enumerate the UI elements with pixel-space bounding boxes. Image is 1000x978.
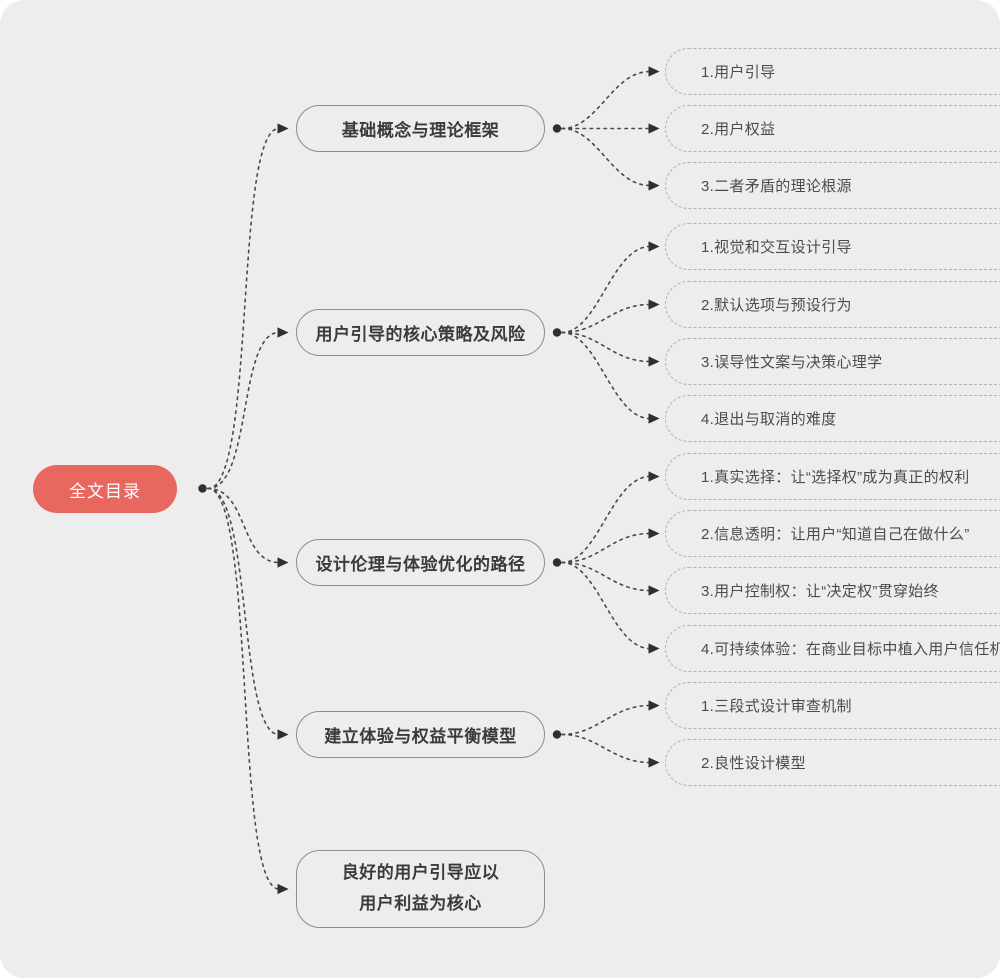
connector-b4-leaf1 (561, 700, 660, 736)
connector-root-branch5 (207, 487, 289, 895)
root-node[interactable]: 全文目录 (33, 465, 177, 513)
leaf-node[interactable]: 2.用户权益 (665, 105, 1000, 152)
connector-b3-leaf3 (561, 561, 660, 596)
branch3-junction-dot (552, 558, 562, 567)
branch2-junction-dot (552, 328, 562, 337)
branch-node-2[interactable]: 用户引导的核心策略及风险 (296, 309, 545, 356)
leaf-node[interactable]: 1.用户引导 (665, 48, 1000, 95)
connector-root-branch2 (207, 327, 289, 490)
connector-b2-leaf2 (561, 299, 660, 334)
branch-node-3[interactable]: 设计伦理与体验优化的路径 (296, 539, 545, 586)
leaf-node[interactable]: 4.可持续体验：在商业目标中植入用户信任机制 (665, 625, 1000, 672)
branch-node-4[interactable]: 建立体验与权益平衡模型 (296, 711, 545, 758)
branch1-junction-dot (552, 124, 562, 133)
leaf-node[interactable]: 2.信息透明：让用户“知道自己在做什么” (665, 510, 1000, 557)
leaf-node[interactable]: 3.二者矛盾的理论根源 (665, 162, 1000, 209)
leaf-node[interactable]: 1.真实选择：让“选择权”成为真正的权利 (665, 453, 1000, 500)
branch4-junction-dot (552, 730, 562, 739)
connector-root-branch3 (207, 487, 289, 568)
leaf-node[interactable]: 1.三段式设计审查机制 (665, 682, 1000, 729)
connector-b3-leaf2 (561, 528, 660, 564)
connector-b1-leaf1 (561, 66, 660, 130)
connector-b2-leaf4 (561, 331, 660, 424)
connector-b3-leaf4 (561, 561, 660, 654)
leaf-node[interactable]: 2.默认选项与预设行为 (665, 281, 1000, 328)
connector-root-branch1 (207, 123, 289, 490)
connector-b3-leaf1 (561, 471, 660, 564)
branch-node-1[interactable]: 基础概念与理论框架 (296, 105, 545, 152)
connector-b4-leaf2 (561, 733, 660, 768)
connector-b2-leaf1 (561, 241, 660, 334)
branch-node-5[interactable]: 良好的用户引导应以 用户利益为核心 (296, 850, 545, 928)
leaf-node[interactable]: 3.误导性文案与决策心理学 (665, 338, 1000, 385)
leaf-node[interactable]: 3.用户控制权：让“决定权”贯穿始终 (665, 567, 1000, 614)
connector-root-branch4 (207, 487, 289, 740)
connector-b1-leaf3 (561, 127, 660, 191)
leaf-node[interactable]: 1.视觉和交互设计引导 (665, 223, 1000, 270)
leaf-node[interactable]: 2.良性设计模型 (665, 739, 1000, 786)
leaf-node[interactable]: 4.退出与取消的难度 (665, 395, 1000, 442)
root-junction-dot (198, 484, 207, 493)
connector-b2-leaf3 (561, 331, 660, 367)
